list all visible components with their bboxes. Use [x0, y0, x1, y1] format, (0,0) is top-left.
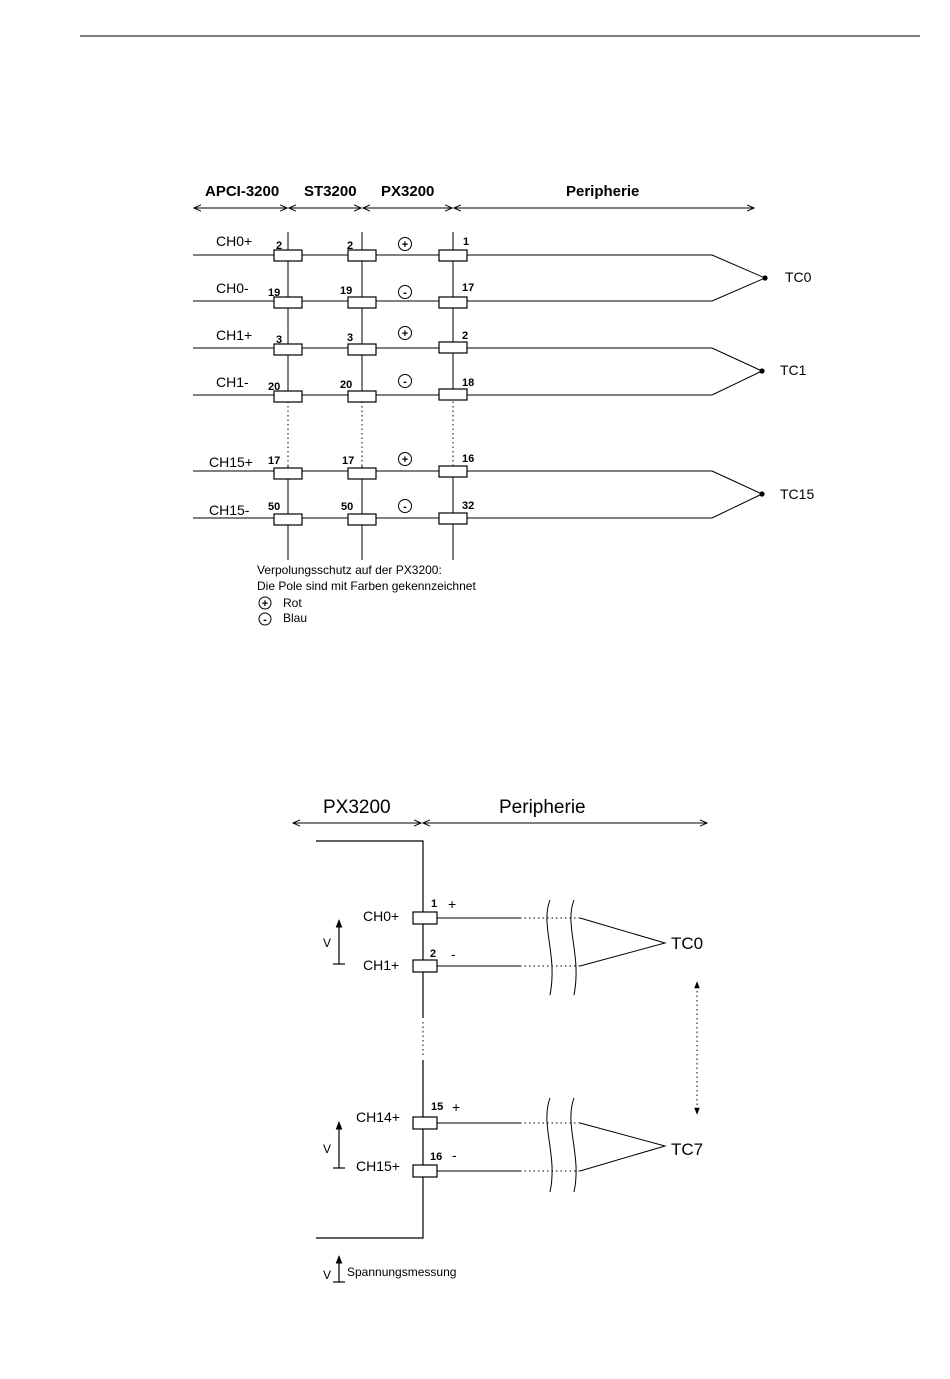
pin-number: 16 [430, 1151, 442, 1163]
polarity-symbol: + [448, 896, 456, 912]
st-pin: 2 [347, 240, 353, 252]
voltage-arrow-ch0-ch1: V [323, 919, 345, 965]
apci-pin: 50 [268, 501, 280, 513]
wire-row-ch15-minus: CH15- 50 50 - 32 [193, 499, 712, 526]
header-px: PX3200 [381, 183, 434, 200]
voltage-arrow-ch14-ch15: V [323, 1121, 345, 1169]
wire-row-ch1-minus: CH1- 20 20 - 18 [193, 374, 712, 403]
polarity-symbol: + [402, 454, 408, 466]
tc-label: TC1 [780, 362, 807, 378]
st-pin: 3 [347, 332, 353, 344]
tc-label: TC15 [780, 486, 814, 502]
pin-number: 2 [430, 948, 436, 960]
polarity-symbol: + [452, 1099, 460, 1115]
wire-row-ch1-plus: CH1+ 3 3 + 2 [193, 326, 712, 356]
voltage-legend: V Spannungsmessung [323, 1255, 456, 1283]
signal-label: CH1+ [216, 327, 252, 343]
wire-row-ch1-plus: CH1+ 2 - [363, 946, 580, 973]
wire-row-ch14-plus: CH14+ 15 + [356, 1099, 580, 1130]
signal-label: CH15+ [209, 454, 253, 470]
signal-label: CH0+ [216, 233, 252, 249]
signal-label: CH14+ [356, 1109, 400, 1125]
st-pin: 50 [341, 501, 353, 513]
polarity-symbol: - [452, 1147, 457, 1163]
legend-label: Spannungsmessung [347, 1265, 456, 1279]
signal-label: CH15- [209, 502, 250, 518]
apci-pin: 2 [276, 240, 282, 252]
polarity-note-line2: Die Pole sind mit Farben gekennzeichnet [257, 579, 476, 593]
signal-label: CH0+ [363, 908, 399, 924]
wire-row-ch15-plus: CH15+ 16 - [356, 1147, 580, 1178]
header-peripherie: Peripherie [566, 183, 639, 200]
header-px: PX3200 [323, 797, 391, 818]
voltage-symbol: V [323, 1268, 331, 1282]
polarity-note-line1: Verpolungsschutz auf der PX3200: [257, 563, 442, 577]
diagram-px3200-voltage: PX3200 Peripherie CH0+ 1 + CH1+ 2 - [293, 797, 707, 1283]
voltage-symbol: V [323, 936, 331, 950]
polarity-symbol: - [403, 501, 407, 513]
polarity-symbol: - [403, 287, 407, 299]
thermocouple-tc0: TC0 [711, 254, 812, 302]
tc-label: TC0 [671, 934, 703, 953]
px-pin: 2 [462, 330, 468, 342]
header-peripherie: Peripherie [499, 797, 586, 818]
legend-plus-color: Rot [283, 596, 302, 610]
tc-label: TC0 [785, 269, 812, 285]
wire-row-ch0-plus: CH0+ 1 + [363, 896, 580, 925]
wire-row-ch0-plus: CH0+ 2 2 + 1 [193, 233, 712, 262]
wire-row-ch0-minus: CH0- 19 19 - 17 [193, 280, 712, 309]
pin-number: 15 [431, 1101, 443, 1113]
apci-pin: 19 [268, 287, 280, 299]
st-pin: 20 [340, 379, 352, 391]
apci-pin: 20 [268, 381, 280, 393]
header-apci: APCI-3200 [205, 183, 279, 200]
thermocouple-tc7: TC7 [546, 1097, 703, 1193]
legend-minus-symbol: - [263, 614, 267, 626]
pin-number: 1 [431, 898, 437, 910]
apci-pin: 17 [268, 455, 280, 467]
px-pin: 32 [462, 500, 474, 512]
header-st: ST3200 [304, 183, 357, 200]
signal-label: CH1- [216, 374, 249, 390]
px-pin: 18 [462, 377, 474, 389]
thermocouple-tc1: TC1 [711, 347, 807, 396]
px3200-board-outline [316, 840, 424, 1239]
tc-label: TC7 [671, 1140, 703, 1159]
voltage-symbol: V [323, 1142, 331, 1156]
diagram-apci3200-wiring: APCI-3200 ST3200 PX3200 Peripherie CH0 [193, 183, 814, 626]
thermocouple-tc15: TC15 [711, 470, 814, 519]
px-pin: 1 [463, 236, 469, 248]
px-pin: 17 [462, 282, 474, 294]
thermocouple-tc0: TC0 [546, 899, 703, 996]
plus-circle-icon [258, 596, 272, 610]
wire-row-ch15-plus: CH15+ 17 17 + 16 [193, 452, 712, 480]
minus-circle-icon [258, 612, 272, 626]
signal-label: CH0- [216, 280, 249, 296]
legend-plus-symbol: + [262, 598, 268, 610]
polarity-symbol: - [451, 946, 456, 962]
px-pin: 16 [462, 453, 474, 465]
apci-pin: 3 [276, 334, 282, 346]
st-pin: 17 [342, 455, 354, 467]
legend-minus-color: Blau [283, 611, 307, 625]
st-pin: 19 [340, 285, 352, 297]
signal-label: CH15+ [356, 1158, 400, 1174]
signal-label: CH1+ [363, 957, 399, 973]
polarity-symbol: + [402, 239, 408, 251]
polarity-symbol: - [403, 376, 407, 388]
polarity-symbol: + [402, 328, 408, 340]
